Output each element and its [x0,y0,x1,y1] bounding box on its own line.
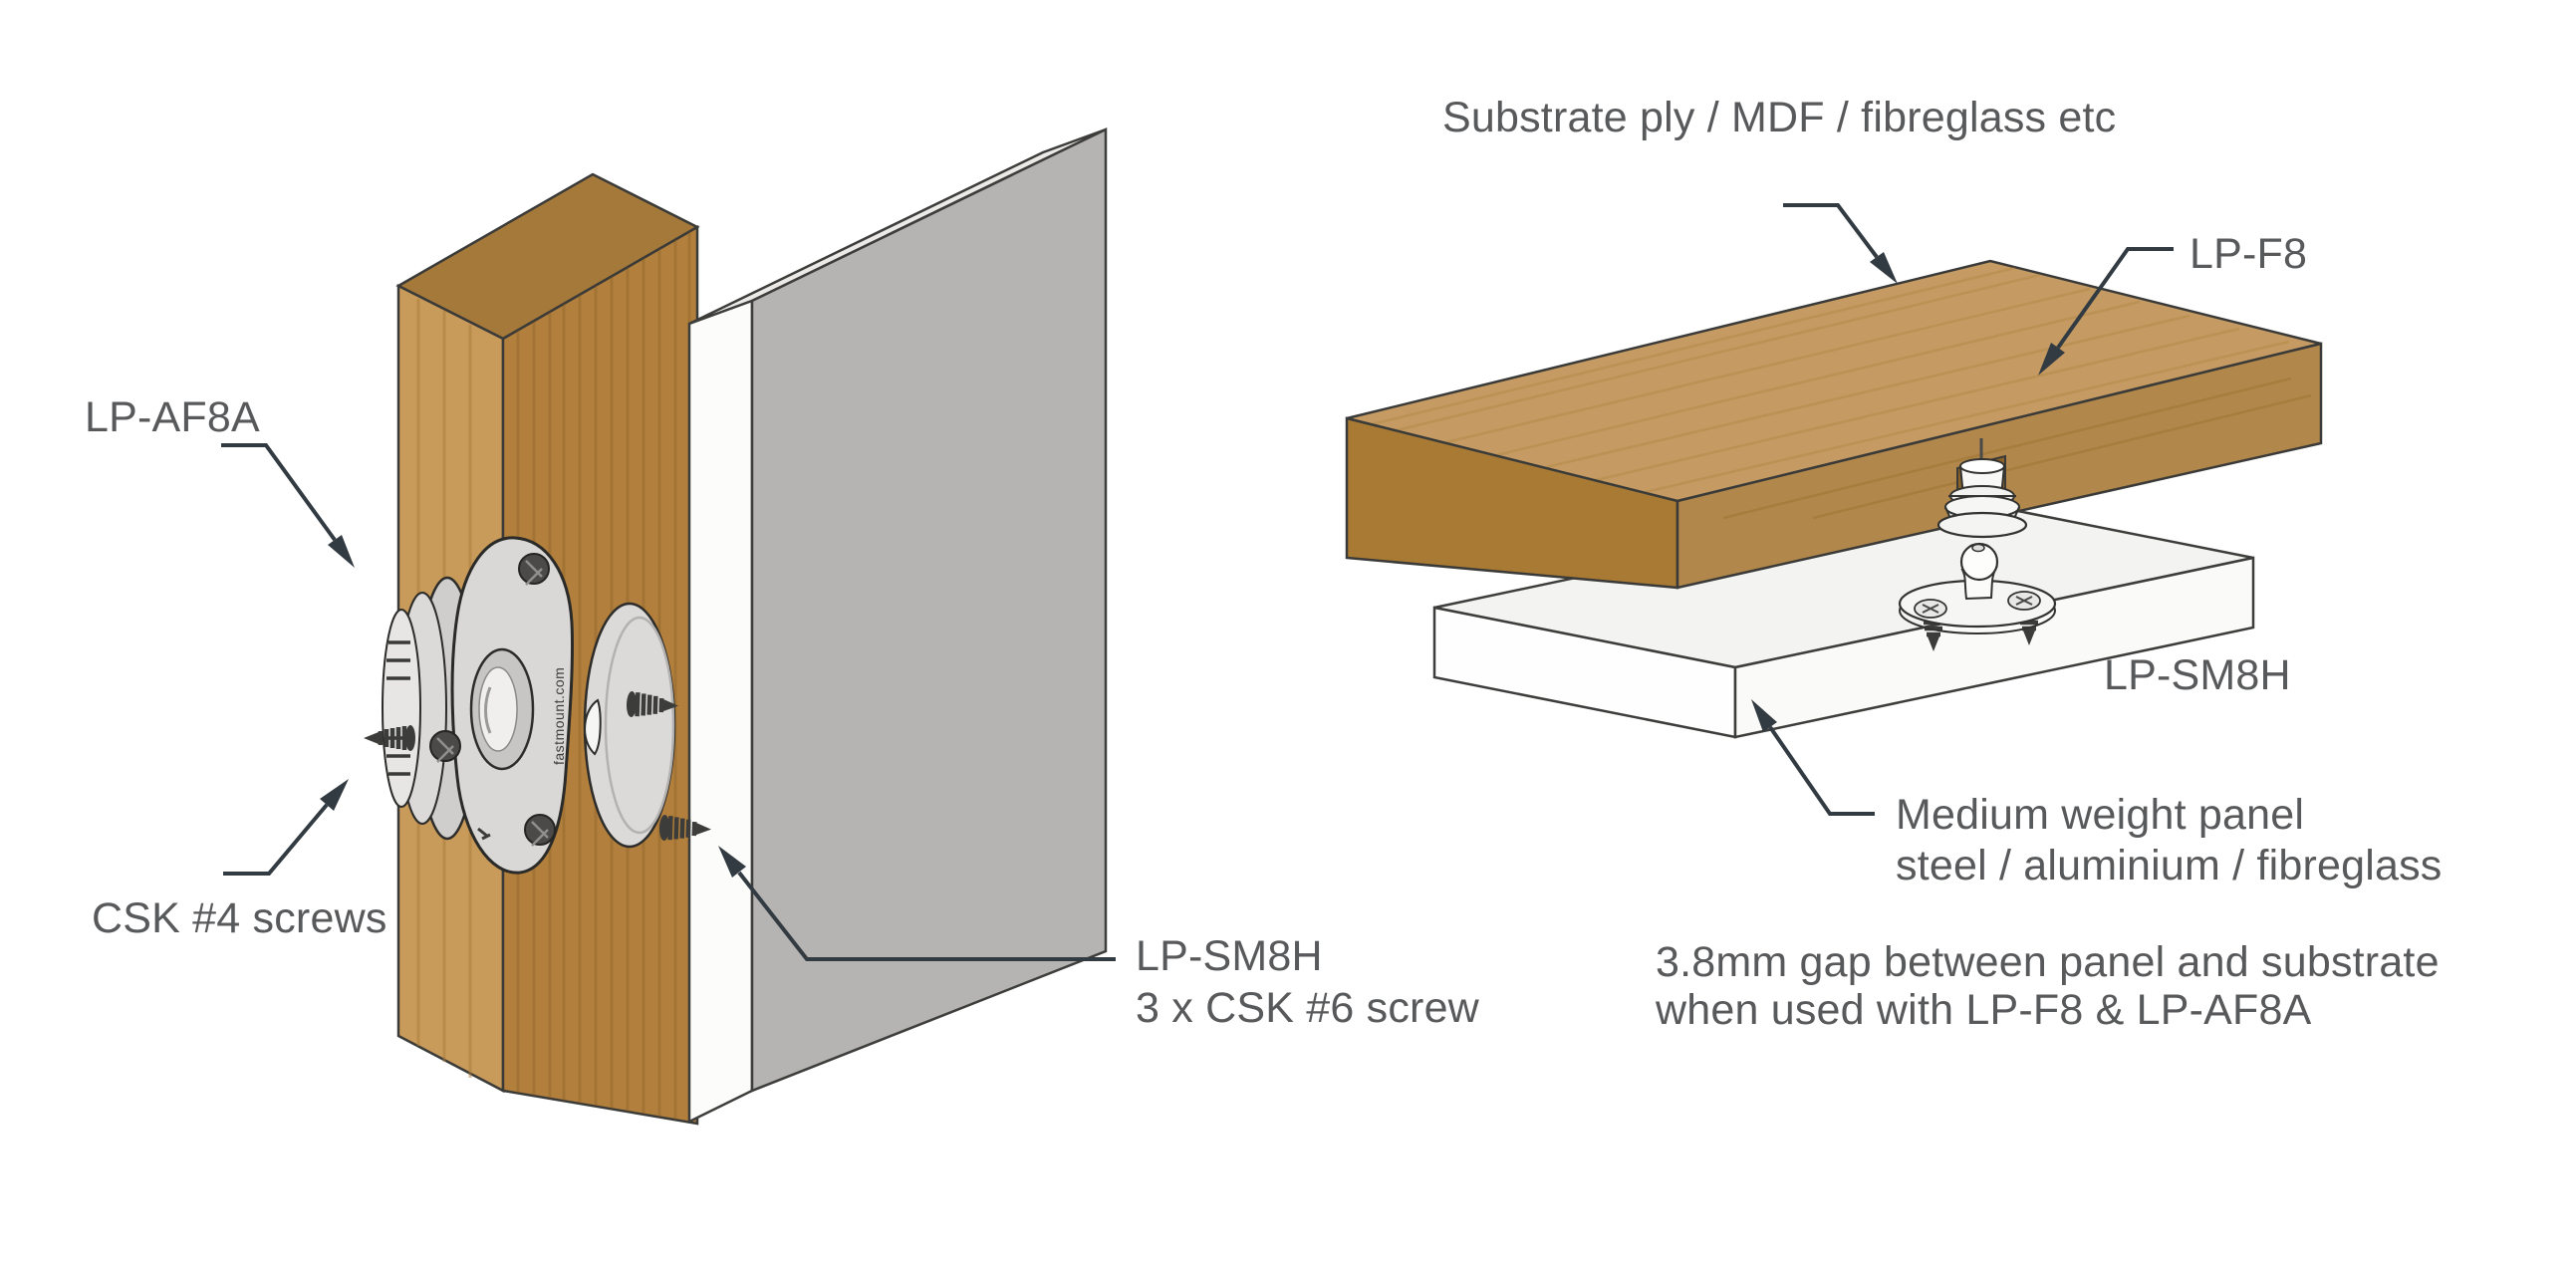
white-panel-front-face [1733,556,2255,739]
label-gap-note-line1: 3.8mm gap between panel and substrate [1656,938,2440,986]
leader-substrate [1783,203,1879,259]
label-csk4-screws: CSK #4 screws [92,894,387,942]
arrowhead-lp-sm8h-left [718,846,746,878]
leader-csk4 [223,803,329,876]
plate-mould-mark [477,827,491,841]
arrowhead-substrate [1870,252,1898,284]
label-substrate: Substrate ply / MDF / fibreglass etc [1442,94,2117,141]
gray-panel [687,127,1108,1125]
lp-sm8h-dome [583,602,711,849]
label-medium-panel: Medium weight panel steel / aluminium / … [1896,790,2443,891]
leader-medium-panel [1768,725,1875,816]
leader-lp-f8 [2056,247,2174,350]
arrowhead-medium-panel [1751,699,1777,732]
gray-panel-edge-face [687,299,754,1125]
label-medium-panel-line2: steel / aluminium / fibreglass [1896,842,2443,889]
label-lp-sm8h-left-line1: LP-SM8H [1136,932,1323,980]
plate-screw-heads [429,553,556,847]
arrowhead-lp-f8 [2038,343,2065,376]
white-panel [1432,496,2255,739]
plate-brand-text: fastmount.com [551,667,567,765]
dome-stud-nub [584,698,602,756]
left-view-illustration: fastmount.com [221,127,1116,1126]
arrowhead-lp-af8a [328,535,355,568]
lp-f8-socket [1936,458,2028,539]
arrowhead-csk4 [320,779,349,811]
label-lp-f8: LP-F8 [2190,230,2308,278]
substrate-grain [1371,266,2290,494]
label-gap-note-line2: when used with LP-F8 & LP-AF8A [1656,986,2312,1034]
lp-af8a-fastener: fastmount.com [364,536,575,875]
leader-lp-af8a [221,443,337,542]
right-view-leaders [1751,203,2174,816]
leader-lp-sm8h-left [737,871,1116,961]
socket-flange [1936,511,2028,539]
wood-substrate [1345,259,2323,590]
right-view-illustration [1345,203,2323,816]
label-lp-sm8h-right: LP-SM8H [2104,651,2291,699]
label-lp-sm8h-left-line2: 3 x CSK #6 screw [1136,984,1479,1032]
lp-sm8h-stud [1898,542,2057,651]
label-lp-af8a: LP-AF8A [85,393,260,441]
gray-panel-front-face [750,127,1108,1093]
label-medium-panel-line1: Medium weight panel [1896,791,2305,839]
left-view-leaders [221,443,1116,961]
label-gap-note: 3.8mm gap between panel and substrate wh… [1656,938,2440,1034]
label-lp-sm8h-left: LP-SM8H 3 x CSK #6 screw [1136,930,1479,1034]
